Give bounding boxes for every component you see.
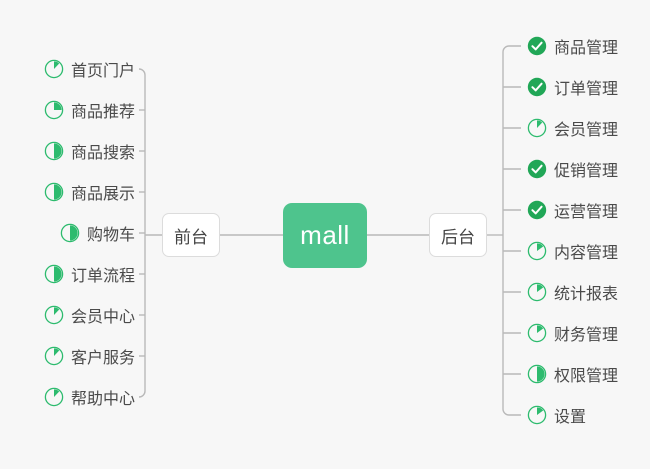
pie-progress-icon: [527, 241, 547, 261]
leaf-item-label: 订单管理: [554, 81, 619, 98]
pie-progress-icon: [44, 305, 64, 325]
leaf-item[interactable]: 会员管理: [527, 115, 618, 141]
check-circle-icon: [527, 200, 547, 220]
root-node-label: mall: [300, 220, 350, 250]
leaf-item-label: 商品搜索: [70, 145, 135, 162]
leaf-item[interactable]: 订单流程: [44, 261, 135, 287]
pie-progress-icon: [44, 264, 64, 284]
check-circle-icon: [527, 36, 547, 56]
pie-progress-icon: [44, 100, 64, 120]
pie-progress-icon: [527, 405, 547, 425]
leaf-item-label: 客户服务: [70, 350, 135, 367]
leaf-item[interactable]: 购物车: [60, 220, 135, 246]
leaf-item-label: 设置: [554, 409, 587, 426]
branch-node-frontend[interactable]: 前台: [162, 213, 220, 257]
leaf-item-label: 统计报表: [554, 286, 619, 303]
leaf-item[interactable]: 运营管理: [527, 197, 618, 223]
leaf-item-label: 财务管理: [554, 327, 619, 344]
leaf-item-label: 内容管理: [554, 245, 619, 262]
leaf-item[interactable]: 财务管理: [527, 320, 618, 346]
pie-progress-icon: [527, 323, 547, 343]
pie-progress-icon: [527, 282, 547, 302]
check-circle-icon: [527, 159, 547, 179]
leaf-item[interactable]: 订单管理: [527, 74, 618, 100]
leaf-item-label: 会员中心: [70, 309, 135, 326]
leaf-item-label: 会员管理: [554, 122, 619, 139]
branch-node-backend-label: 后台: [441, 227, 475, 247]
pie-progress-icon: [527, 364, 547, 384]
branch-node-frontend-label: 前台: [174, 227, 208, 247]
pie-progress-icon: [60, 223, 80, 243]
pie-progress-icon: [44, 59, 64, 79]
leaf-item-label: 权限管理: [554, 368, 619, 385]
branch-node-backend[interactable]: 后台: [429, 213, 487, 257]
leaf-item-label: 帮助中心: [70, 391, 135, 408]
leaf-item[interactable]: 会员中心: [44, 302, 135, 328]
leaf-item[interactable]: 客户服务: [44, 343, 135, 369]
leaf-item[interactable]: 商品搜索: [44, 138, 135, 164]
leaf-item[interactable]: 商品推荐: [44, 97, 135, 123]
pie-progress-icon: [527, 118, 547, 138]
leaf-item-label: 首页门户: [70, 63, 135, 80]
right-elbow-top: [502, 45, 521, 53]
leaf-item-label: 运营管理: [554, 204, 619, 221]
left-elbow-bottom: [138, 390, 146, 398]
pie-progress-icon: [44, 346, 64, 366]
leaf-item-label: 商品管理: [554, 40, 619, 57]
leaf-item[interactable]: 商品展示: [44, 179, 135, 205]
leaf-item-label: 订单流程: [70, 268, 135, 285]
right-elbow-bottom: [502, 408, 521, 416]
leaf-item-label: 商品推荐: [70, 104, 135, 121]
leaf-item-label: 商品展示: [70, 186, 135, 203]
root-node-mall[interactable]: mall: [283, 203, 367, 268]
pie-progress-icon: [44, 387, 64, 407]
leaf-item[interactable]: 帮助中心: [44, 384, 135, 410]
leaf-item[interactable]: 内容管理: [527, 238, 618, 264]
check-circle-icon: [527, 77, 547, 97]
leaf-item-label: 购物车: [86, 227, 135, 244]
leaf-item[interactable]: 权限管理: [527, 361, 618, 387]
leaf-item[interactable]: 首页门户: [44, 56, 135, 82]
leaf-item[interactable]: 统计报表: [527, 279, 618, 305]
leaf-item-label: 促销管理: [554, 163, 619, 180]
pie-progress-icon: [44, 182, 64, 202]
leaf-item[interactable]: 商品管理: [527, 33, 618, 59]
left-elbow-top: [138, 68, 146, 76]
leaf-item[interactable]: 设置: [527, 402, 586, 428]
pie-progress-icon: [44, 141, 64, 161]
leaf-item[interactable]: 促销管理: [527, 156, 618, 182]
